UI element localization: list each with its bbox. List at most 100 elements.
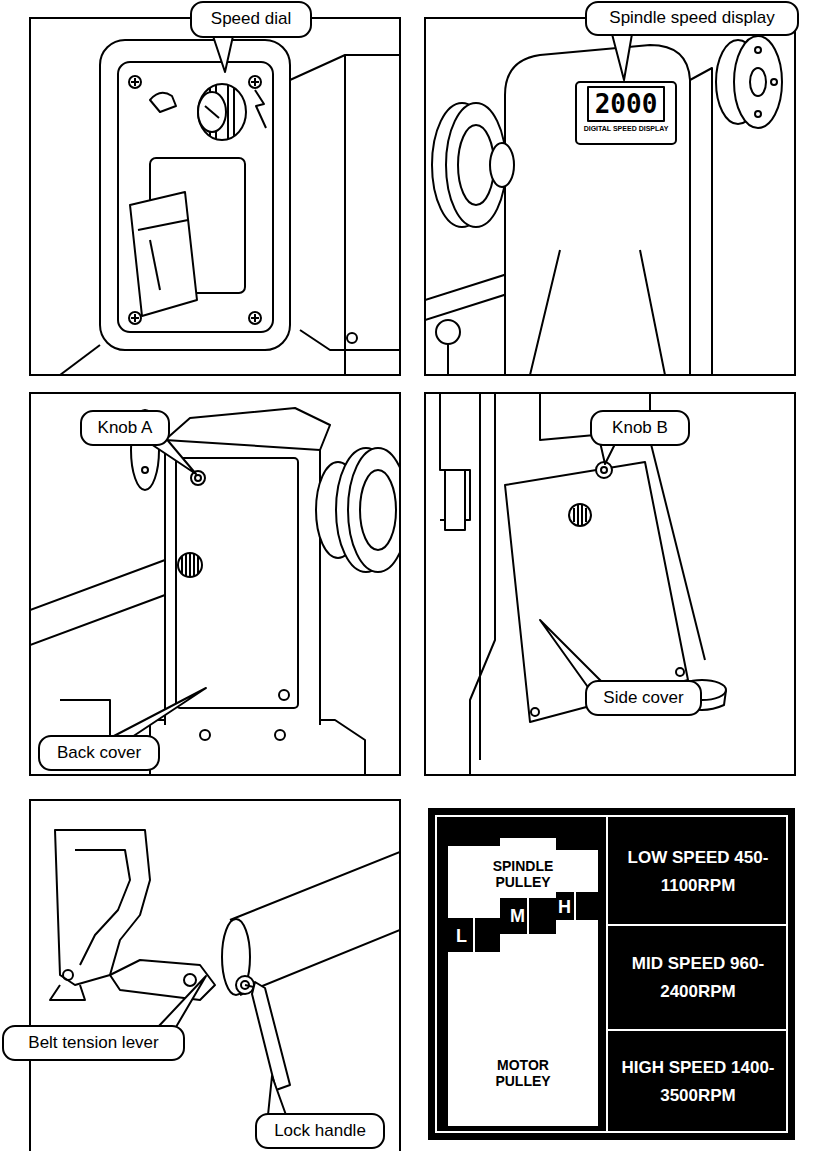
speed-control-illustration: [198, 92, 226, 132]
headstock-front-illustration: [458, 125, 494, 205]
headstock-front-illustration: [750, 68, 766, 96]
speed-control-illustration: [249, 312, 261, 324]
headstock-side-illustration: [676, 668, 684, 676]
headstock-front-illustration: [447, 344, 449, 375]
pulley-step-letter: H: [558, 897, 574, 917]
pulley-label: SPINDLE PULLEY: [448, 858, 598, 890]
pulley-shape: [448, 920, 598, 1126]
callout-box: Back cover: [38, 735, 160, 771]
headstock-side-illustration: [574, 505, 586, 525]
motor-pulley: MOTOR PULLEY: [448, 912, 598, 1126]
callout-tail: [540, 620, 602, 690]
callout-box: Side cover: [585, 680, 702, 716]
callout-text: Side cover: [603, 689, 683, 708]
speed-control-illustration: [150, 93, 176, 112]
callout-tail: [112, 688, 206, 737]
pulley-label: MOTOR PULLEY: [448, 1057, 598, 1089]
headstock-back-illustration: [165, 440, 320, 450]
callout-text: Spindle speed display: [609, 9, 774, 28]
callout-box: Belt tension lever: [2, 1025, 185, 1061]
headstock-back-illustration: [360, 470, 396, 550]
speed-control-illustration: [198, 84, 246, 140]
speed-readout: 2000: [588, 87, 664, 121]
pulley-outline: [448, 912, 598, 1126]
speed-range-cell: LOW SPEED 450-1100RPM: [612, 826, 784, 918]
speed-control-illustration: [290, 55, 345, 375]
headstock-back-illustration: [195, 475, 201, 481]
speed-control-illustration: [347, 333, 357, 343]
callout-text: Knob B: [612, 419, 668, 438]
panel-frame: [425, 393, 795, 775]
callout-tail: [612, 34, 632, 80]
speed-control-illustration: [129, 312, 141, 324]
headstock-side-illustration: [470, 393, 495, 775]
panel-frame: [30, 18, 400, 375]
callout-box: Spindle speed display: [585, 1, 799, 36]
display-caption: DIGITAL SPEED DISPLAY: [570, 124, 682, 134]
headstock-front-illustration: [771, 79, 777, 85]
tension-lever-illustration: [50, 985, 85, 1000]
speed-chart-plate: [607, 816, 787, 1132]
headstock-side-illustration: [596, 462, 612, 478]
speed-control-illustration: [138, 220, 188, 230]
callout-text: Knob A: [98, 419, 153, 438]
headstock-back-illustration: [182, 553, 198, 577]
pulley-step-letter: L: [456, 926, 472, 946]
speed-control-illustration: [251, 78, 259, 86]
speed-control-illustration: [255, 90, 266, 128]
headstock-front-illustration: [436, 320, 460, 344]
speed-chart-plate: [436, 816, 787, 1132]
headstock-side-illustration: [569, 504, 591, 526]
callout-tail: [268, 1076, 286, 1115]
headstock-back-illustration: [30, 408, 400, 775]
speed-range-cell: MID SPEED 960-2400RPM: [612, 932, 784, 1024]
panel-frame: [30, 800, 400, 1151]
callout-box: Speed dial: [190, 1, 312, 38]
headstock-front-illustration: [734, 36, 782, 128]
headstock-back-illustration: [142, 467, 148, 473]
callout-text: Lock handle: [274, 1122, 366, 1141]
headstock-back-illustration: [30, 560, 165, 645]
speed-control-illustration: [205, 106, 219, 118]
headstock-front-illustration: [425, 36, 782, 375]
tension-lever-illustration: [184, 974, 196, 986]
speed-control-illustration: [118, 62, 273, 332]
tension-lever-illustration: [75, 850, 130, 965]
speed-control-illustration: [300, 330, 400, 350]
panel-frame: [30, 393, 400, 775]
tension-lever-illustration: [110, 960, 215, 1000]
headstock-front-illustration: [530, 250, 665, 375]
headstock-back-illustration: [279, 690, 289, 700]
speed-chart-plate: [428, 808, 795, 1140]
speed-control-illustration: [130, 192, 197, 316]
speed-control-illustration: [60, 40, 400, 375]
headstock-front-illustration: [576, 82, 676, 144]
headstock-front-illustration: [690, 68, 712, 375]
headstock-back-illustration: [348, 448, 400, 572]
headstock-side-illustration: [601, 467, 607, 473]
speed-control-illustration: [251, 314, 259, 322]
headstock-side-illustration: [531, 708, 539, 716]
headstock-side-illustration: [445, 470, 465, 530]
headstock-back-illustration: [178, 553, 202, 577]
callout-text: Back cover: [57, 744, 141, 763]
callout-box: Knob A: [80, 410, 170, 446]
speed-range-cell: HIGH SPEED 1400-3500RPM: [612, 1036, 784, 1128]
headstock-back-illustration: [150, 720, 365, 775]
speed-control-illustration: [100, 40, 290, 350]
headstock-front-illustration: [588, 87, 664, 121]
speed-control-illustration: [150, 240, 160, 290]
pulley-step-letter: M: [510, 906, 528, 926]
speed-chart-plate: [428, 808, 795, 1140]
speed-control-illustration: [249, 76, 261, 88]
headstock-back-illustration: [275, 730, 285, 740]
speed-control-illustration: [60, 345, 100, 375]
headstock-back-illustration: [165, 408, 330, 725]
headstock-back-illustration: [200, 730, 210, 740]
panel-frame: [425, 18, 795, 375]
tension-lever-illustration: [63, 970, 73, 980]
headstock-front-illustration: [755, 111, 761, 117]
callout-tail: [158, 976, 206, 1027]
